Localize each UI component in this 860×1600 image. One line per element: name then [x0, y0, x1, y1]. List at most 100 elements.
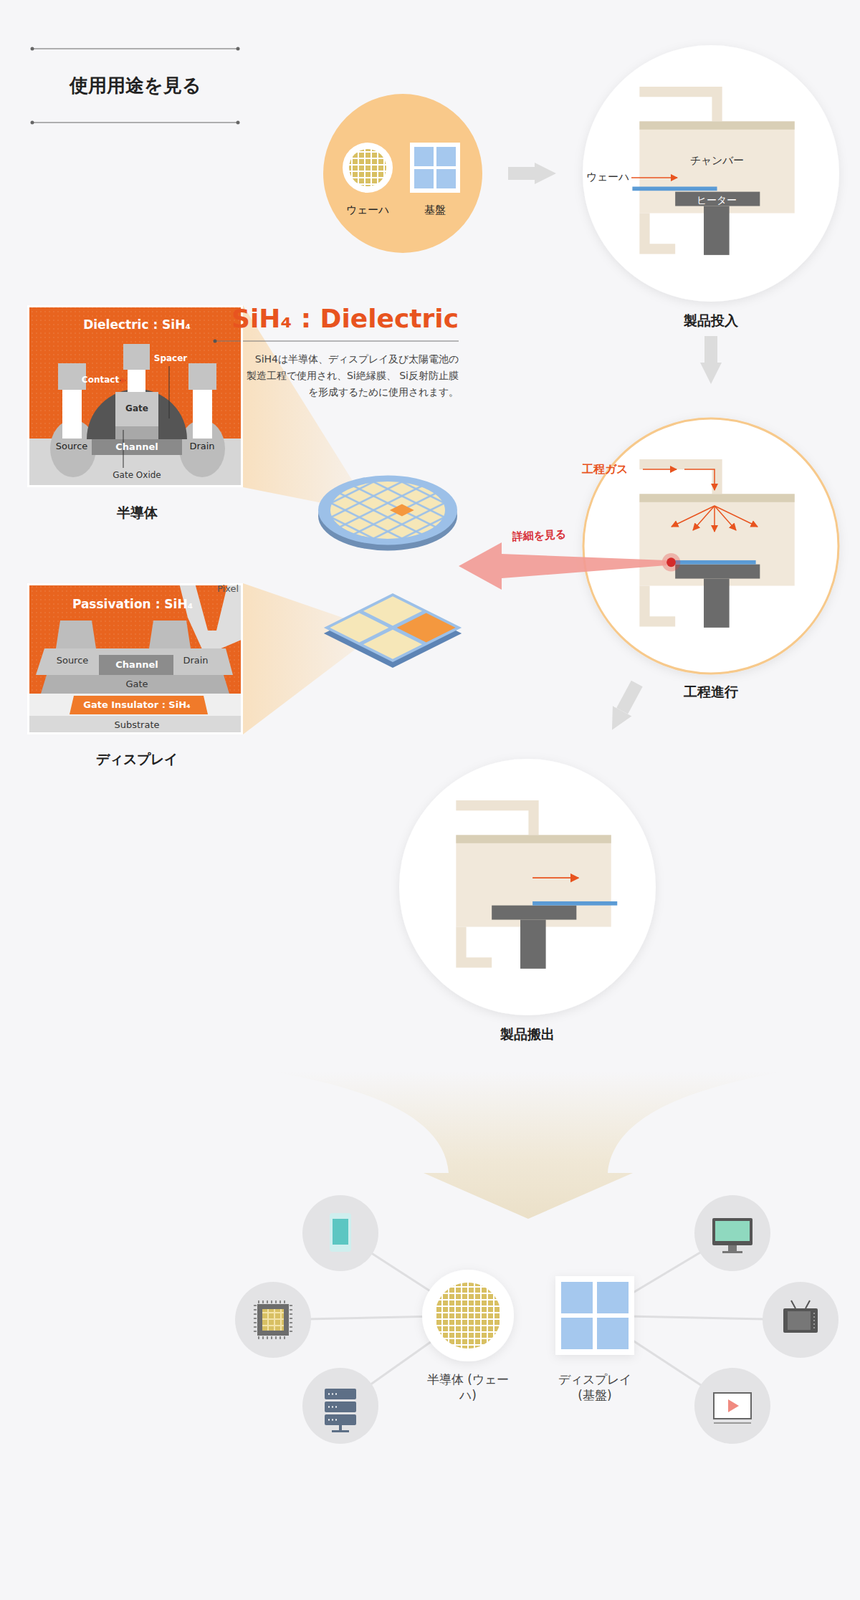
- part-label: Gate Insulator : SiH₄: [83, 699, 191, 712]
- video-icon: [728, 1399, 739, 1413]
- usage-icon-circles: [235, 1195, 839, 1445]
- bottom-nodes: [422, 1269, 635, 1362]
- process-circles: [582, 45, 840, 302]
- input-circle: [414, 169, 434, 189]
- part-label: Gate: [125, 678, 148, 691]
- node-label: 製品投入: [683, 311, 739, 330]
- semiconductor-cross-section: [27, 305, 243, 488]
- display-cross-section: [27, 583, 243, 735]
- semiconductor-panel: Dielectric : SiH₄半導体: [27, 305, 243, 488]
- phone-icon: [332, 1219, 349, 1245]
- node-caption: ディスプレイ: [96, 750, 178, 769]
- iso-glass: [323, 593, 462, 663]
- gas-flow: [671, 505, 715, 527]
- process-circles: [399, 758, 656, 1016]
- video-icon: [713, 1393, 752, 1424]
- gas-flow: [693, 505, 715, 531]
- detail-arrow: [458, 542, 667, 590]
- input-circle: [342, 142, 393, 193]
- server-icon: [328, 1406, 338, 1409]
- gas-flow: [713, 505, 716, 532]
- tv-icon: [783, 1300, 818, 1333]
- chip-icon: [258, 1300, 289, 1304]
- display-cross-section: [98, 655, 174, 676]
- title-rules: [32, 122, 238, 124]
- usage-icon-circles: [694, 1368, 771, 1445]
- chamber-process: [670, 560, 756, 565]
- usage-icon-circles: [235, 1282, 312, 1359]
- node-label: Passivation : SiH₄: [72, 596, 193, 613]
- node-label: 製品搬出: [500, 1025, 555, 1044]
- server-icon: [338, 1425, 342, 1432]
- bottom-nodes: [422, 1269, 514, 1362]
- chip-icon: [255, 1302, 291, 1339]
- display-cross-section: [55, 620, 97, 649]
- process-circles: [399, 45, 840, 1016]
- flow-arrow: [622, 683, 638, 711]
- input-circle: [409, 142, 461, 193]
- part-label: Contact: [81, 374, 119, 387]
- part-label: Gate Oxide: [112, 470, 161, 482]
- monitor-icon: [712, 1218, 753, 1246]
- input-circle: [414, 146, 434, 167]
- node-caption: 半導体: [116, 503, 158, 522]
- display-panes: [561, 1317, 593, 1350]
- chamber-process: [666, 557, 676, 567]
- phone-icon: [329, 1213, 352, 1253]
- chamber-output: [455, 800, 611, 969]
- heading-leader: [213, 339, 460, 344]
- display-cross-section: [27, 693, 243, 716]
- display-cross-section: [27, 715, 243, 735]
- server-icon: [324, 1388, 357, 1400]
- display-cross-section: [27, 583, 243, 735]
- gas-flow: [684, 469, 715, 491]
- monitor-icon: [712, 1218, 753, 1254]
- chip-icon: [289, 1305, 293, 1336]
- part-label: ウェーハ: [586, 170, 630, 185]
- bottom-nodes: [555, 1276, 635, 1356]
- semiconductor-cross-section: [27, 305, 243, 488]
- tv-icon: [787, 1311, 811, 1331]
- description-text: SiH4は半導体、ディスプレイ及び太陽電池の 製造工程で使用され、Si絶縁膜、 …: [243, 351, 459, 401]
- server-icon: [324, 1388, 357, 1433]
- server-icon: [331, 1430, 350, 1433]
- title-rules: [32, 48, 238, 50]
- node-caption: 基盤: [424, 203, 446, 218]
- monitor-icon: [728, 1245, 737, 1252]
- display-panes: [561, 1282, 593, 1314]
- display-cross-section: [35, 648, 233, 676]
- usage-icon-circles: [762, 1282, 839, 1359]
- iso-glass: [323, 593, 462, 668]
- iso-wafer: [389, 504, 415, 517]
- tv-icon: [813, 1312, 815, 1329]
- chamber-output: [532, 901, 618, 906]
- chamber-process: [639, 459, 795, 628]
- chamber-process: [639, 459, 795, 628]
- display-cross-section: [40, 675, 230, 694]
- display-cross-section: [69, 695, 208, 715]
- title-rules: [30, 47, 35, 51]
- display-cross-section: [27, 583, 243, 735]
- part-label: Drain: [189, 440, 215, 453]
- chip-icon: [253, 1305, 257, 1336]
- server-icon: [328, 1419, 338, 1422]
- chamber-input: [632, 187, 717, 192]
- chip-icon: [262, 1309, 284, 1331]
- chip-icon: [262, 1309, 284, 1331]
- gas-flow: [714, 505, 737, 531]
- semiconductor-cross-section: [27, 305, 243, 488]
- tv-icon: [783, 1308, 818, 1333]
- semiconductor-cross-section: [188, 363, 217, 390]
- server-icon: [328, 1393, 338, 1396]
- gas-flow: [714, 505, 758, 527]
- light-beams: [242, 583, 380, 735]
- gas-flow: [642, 468, 677, 471]
- display-panes: [596, 1282, 629, 1314]
- input-circle: ウェーハ基盤: [323, 93, 483, 253]
- video-icon: [713, 1422, 752, 1425]
- monitor-icon: [715, 1221, 750, 1242]
- chamber-input: [632, 86, 795, 256]
